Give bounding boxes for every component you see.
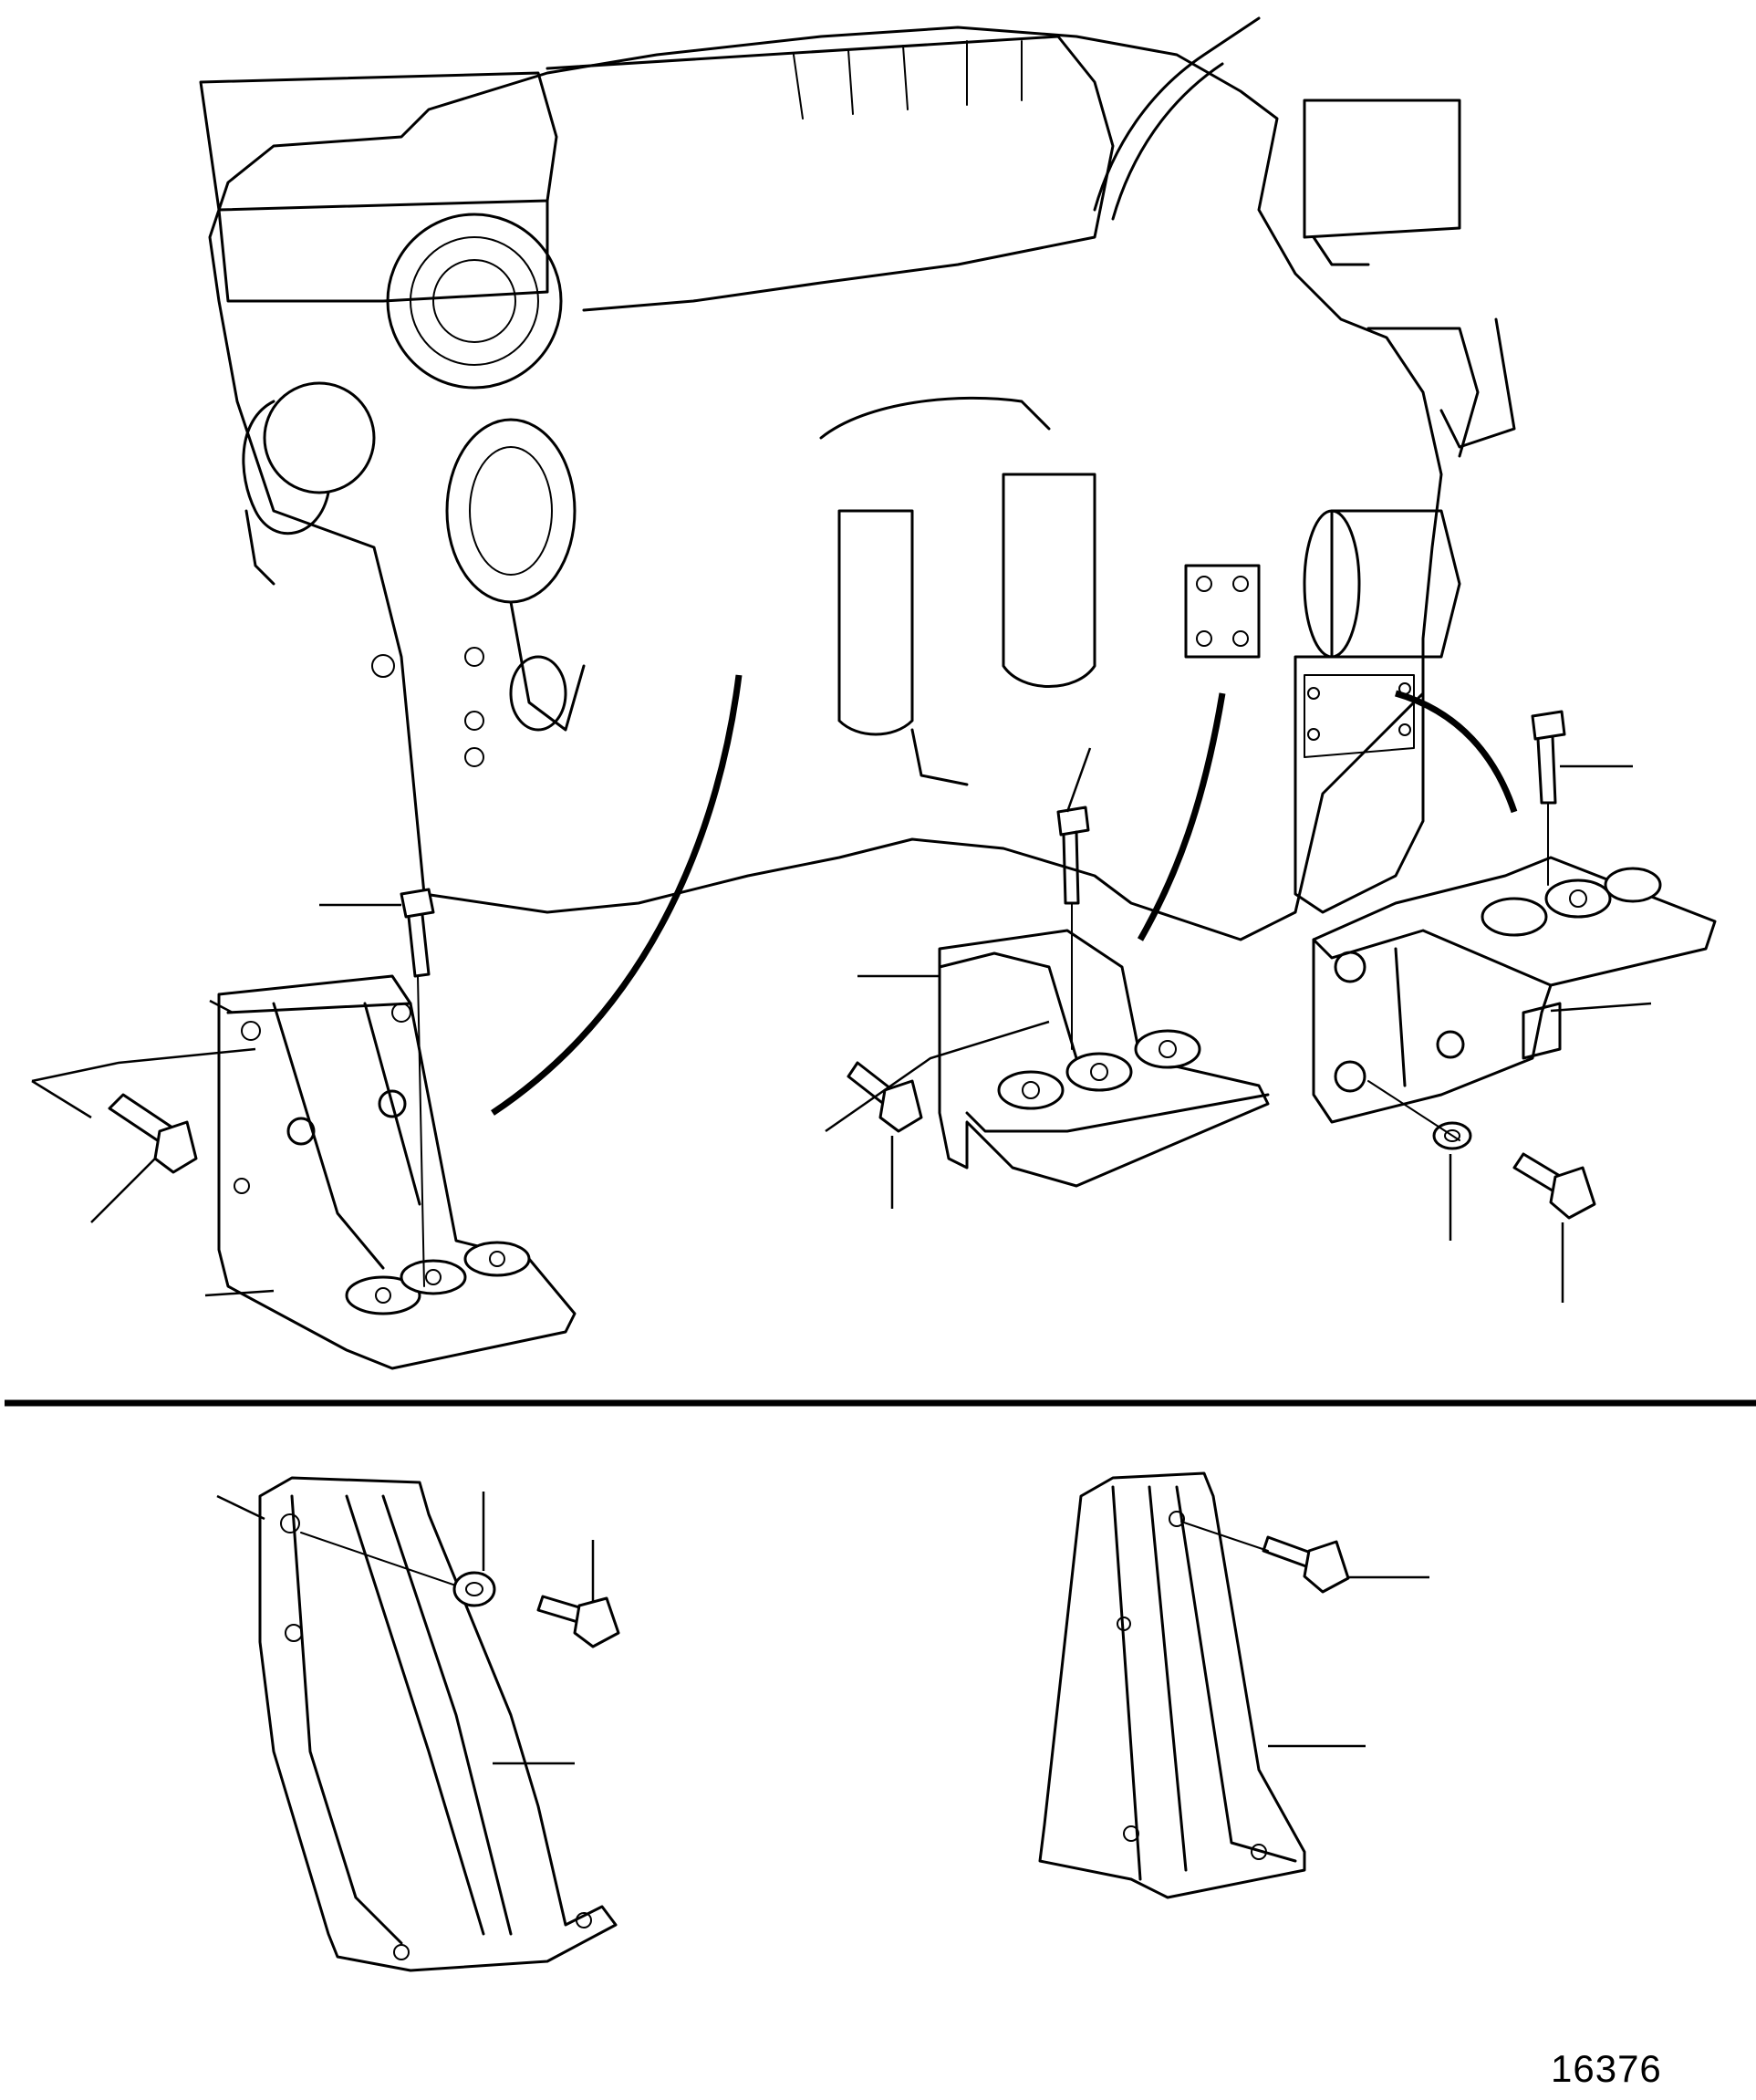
alternative-bracket-left [258, 1476, 618, 1972]
bolt-lower-left [536, 1595, 620, 1648]
assembly-arrows [491, 674, 1518, 1116]
engine-illustration [199, 16, 1516, 941]
bolt-front-left-horizontal [108, 1093, 198, 1174]
bolt-rear-vertical [1531, 710, 1566, 886]
rear-engine-bracket-right [1312, 856, 1717, 1124]
bolt-front-left-vertical [400, 888, 435, 1287]
alternative-bracket-right [1038, 1471, 1306, 1899]
bolt-lower-right [1262, 1535, 1350, 1594]
leader-lines [31, 747, 1652, 1765]
drawing-number: 16376 [1551, 2047, 1662, 2090]
front-engine-bracket-left [217, 974, 577, 1370]
bolt-middle-vertical [1056, 806, 1090, 1050]
bolt-middle-horizontal [847, 1061, 923, 1133]
side-engine-bracket-middle [938, 929, 1270, 1188]
bolt-rear-horizontal [1367, 1080, 1596, 1220]
washer-lower-left [452, 1571, 496, 1607]
